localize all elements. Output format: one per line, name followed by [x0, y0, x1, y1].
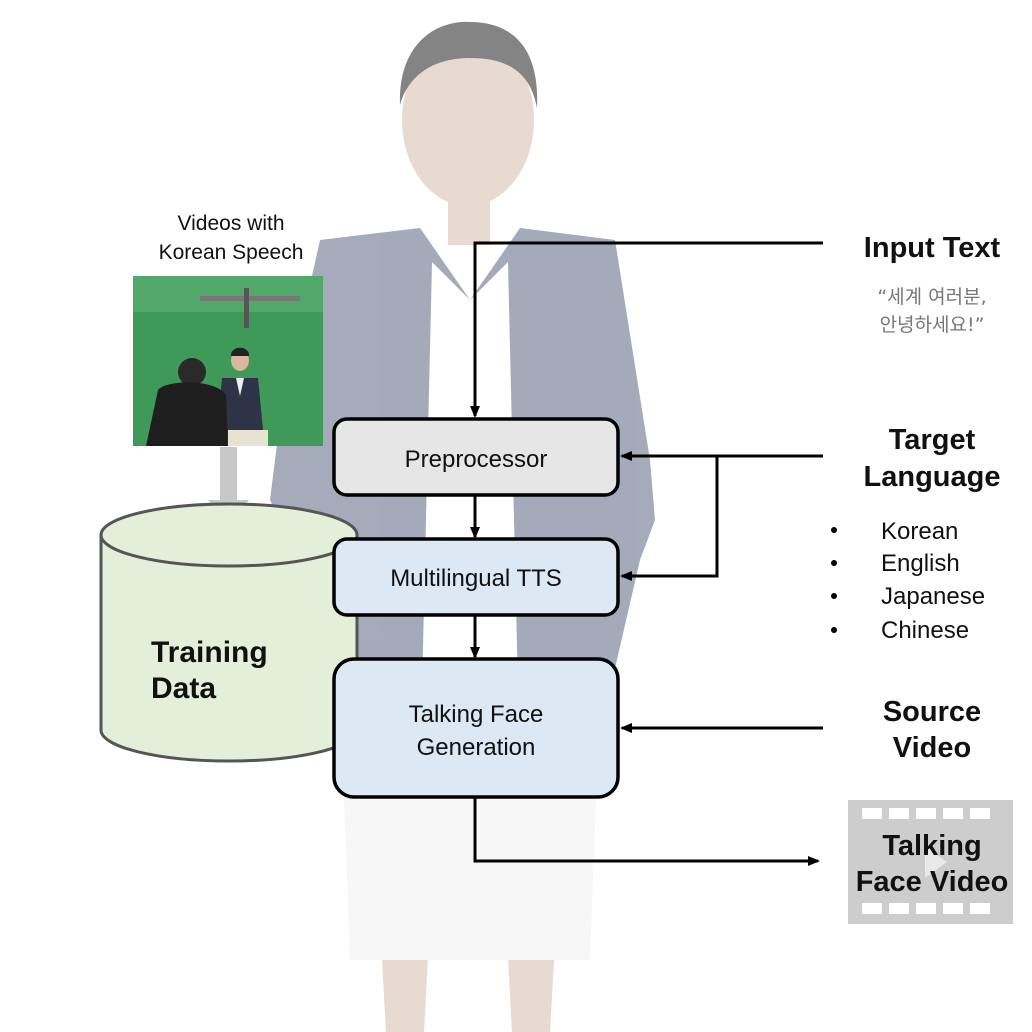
input-text-example-line2: 안녕하세요!”	[880, 314, 985, 336]
output-arrow	[473, 797, 820, 866]
language-item-korean: Korean	[881, 518, 958, 545]
multilingual-tts-label: Multilingual TTS	[390, 565, 562, 592]
training-data-label-line1: Training	[151, 636, 268, 669]
video-caption-line1: Videos with	[177, 212, 284, 235]
talking-face-generation-label-line2: Generation	[417, 734, 536, 761]
output-label-line1: Talking	[882, 830, 981, 862]
language-item-chinese: Chinese	[881, 617, 969, 644]
source-video-title-line2: Video	[893, 732, 971, 764]
language-item-japanese: Japanese	[881, 583, 985, 610]
talking-face-generation-label-line1: Talking Face	[409, 701, 544, 728]
target-language-title-line1: Target	[889, 424, 976, 456]
film-strip-icon	[848, 800, 1013, 924]
language-bullet	[831, 593, 837, 599]
language-bullet	[831, 627, 837, 633]
output-label-line2: Face Video	[856, 866, 1009, 898]
input-text-title: Input Text	[864, 232, 1001, 264]
video-thumbnail	[133, 276, 323, 446]
target-language-title-line2: Language	[864, 461, 1001, 493]
input-text-example-line1: “세계 여러분,	[877, 286, 986, 308]
input-text-arrow	[470, 241, 823, 418]
video-caption-line2: Korean Speech	[159, 241, 304, 264]
training-data-label-line2: Data	[151, 672, 216, 705]
source-video-title-line1: Source	[883, 696, 981, 728]
language-list: Korean English Japanese Chinese	[831, 518, 985, 644]
multilingual-tts-box	[332, 537, 620, 617]
preprocessor-label: Preprocessor	[405, 446, 548, 473]
talking-face-generation-box	[332, 657, 620, 799]
language-bullet	[831, 527, 837, 533]
training-data-cylinder	[99, 502, 359, 763]
target-language-to-tts-arrow	[620, 456, 719, 581]
preprocessor-box	[332, 417, 620, 497]
language-item-english: English	[881, 550, 960, 577]
language-bullet	[831, 560, 837, 566]
